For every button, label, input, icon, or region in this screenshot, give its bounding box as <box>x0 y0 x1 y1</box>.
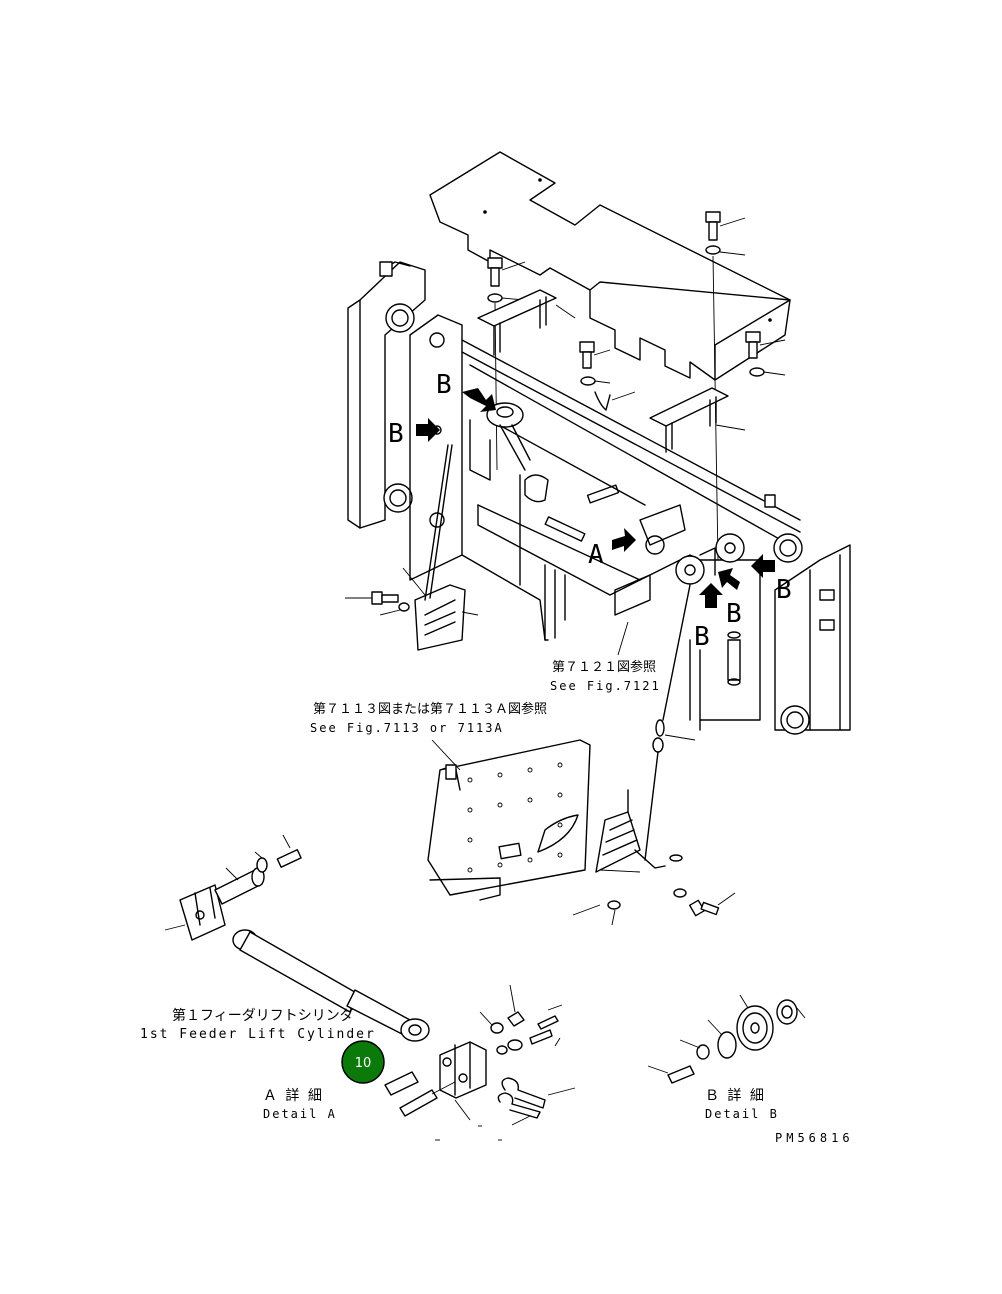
detail-a-parts <box>384 984 576 1141</box>
bolt <box>579 341 611 369</box>
callout-letters: B B A B B B <box>388 370 792 652</box>
panel-holes <box>467 762 563 873</box>
washer <box>749 367 786 377</box>
detail-a-label-en: Detail A <box>263 1107 337 1121</box>
top-cover-plate <box>429 151 791 381</box>
washer <box>487 293 526 303</box>
sheave-right-2 <box>715 533 745 563</box>
ref-7121-jp: 第７１２１図参照 <box>552 659 656 675</box>
arrow-a <box>612 528 636 552</box>
sheaves <box>469 402 745 585</box>
ref-7121-en: See Fig.7121 <box>550 679 661 693</box>
callout-b[interactable]: B <box>776 575 792 605</box>
ref-7113-en: See Fig.7113 or 7113A <box>310 721 504 735</box>
detail-b-parts <box>647 994 806 1084</box>
detail-b-label-jp: Ｂ 詳 細 <box>705 1088 764 1104</box>
upper-bolts <box>487 211 786 561</box>
arrow-b-3 <box>751 554 775 578</box>
arrow-b-2 <box>416 418 440 442</box>
cylinder-label-en: 1st Feeder Lift Cylinder <box>140 1027 376 1042</box>
callout-a[interactable]: A <box>588 540 604 570</box>
upper-pedal <box>345 444 479 651</box>
item-marker-number[interactable]: 10 <box>355 1056 372 1071</box>
floor-panel <box>427 739 736 926</box>
detail-a-label-jp: Ａ 詳 細 <box>263 1088 322 1104</box>
detail-b-label-en: Detail B <box>705 1107 779 1121</box>
arrow-b-5 <box>699 583 723 608</box>
callout-b[interactable]: B <box>436 370 452 400</box>
bolt <box>745 331 786 359</box>
arrow-b-1 <box>462 388 496 412</box>
ref-7113-jp: 第７１１３図または第７１１３Ａ図参照 <box>313 701 547 717</box>
bolt <box>705 211 746 241</box>
washer <box>580 376 611 386</box>
callout-arrows <box>416 388 775 608</box>
reference-labels: 第７１２１図参照 See Fig.7121 第７１１３図または第７１１３Ａ図参照… <box>310 621 661 771</box>
brackets <box>477 289 746 453</box>
drawing-number: PM56816 <box>775 1131 854 1145</box>
feeder-lift-cylinder <box>164 834 430 1042</box>
callout-b[interactable]: B <box>388 419 404 449</box>
item-marker-circle[interactable] <box>341 1040 385 1084</box>
item-marker[interactable]: 10 <box>341 1040 385 1084</box>
sheave-right-1 <box>675 555 705 585</box>
callout-b[interactable]: B <box>694 622 710 652</box>
callout-b[interactable]: B <box>726 599 742 629</box>
washer <box>705 245 746 256</box>
sheave-upper-left <box>469 402 531 481</box>
cable <box>644 584 696 861</box>
cylinder-label-jp: 第１フィーダリフトシリンダ <box>172 1007 354 1024</box>
arrow-b-4 <box>718 568 740 590</box>
bottom-labels: 第１フィーダリフトシリンダ 1st Feeder Lift Cylinder Ａ… <box>140 1007 854 1145</box>
bolt <box>487 257 526 287</box>
